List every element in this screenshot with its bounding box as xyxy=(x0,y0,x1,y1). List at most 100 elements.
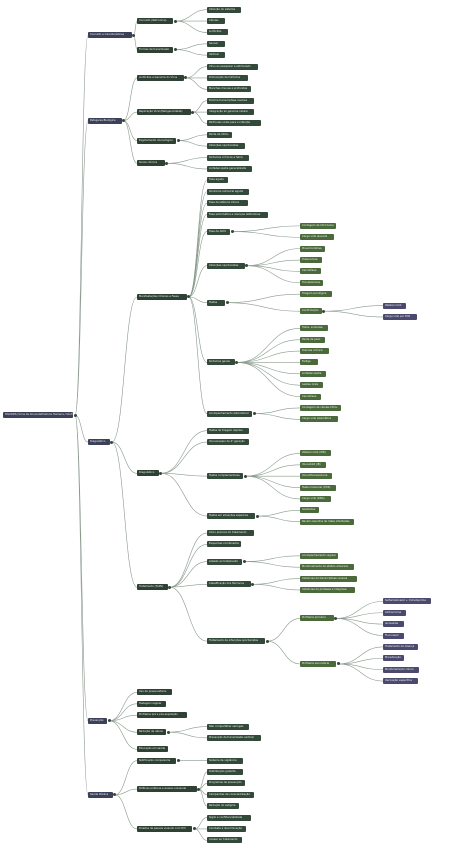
collapse-toggle-icon[interactable] xyxy=(113,793,117,797)
node-sistema-de-vigilancia[interactable]: Sistema de vigilância xyxy=(207,757,244,764)
node-testes-complementares[interactable]: Testes complementares xyxy=(207,473,244,480)
collapse-toggle-icon[interactable] xyxy=(255,514,259,518)
node-fase-sintomatica-e-doencas-definidoras[interactable]: Fase sintomática e doenças definidoras xyxy=(207,211,269,218)
node-profilaxia-pre-e-pos-exposicao[interactable]: Profilaxia pré e pós-exposição xyxy=(137,712,187,719)
collapse-toggle-icon[interactable] xyxy=(265,639,269,643)
node-contagem-de-cd4-baixa[interactable]: Contagem de CD4 baixa xyxy=(300,222,337,229)
node-testes-de-triagem-rapidos[interactable]: Testes de triagem rápidos xyxy=(207,427,250,434)
node-recem-nascidos-de-maes-infectadas[interactable]: Recém-nascidos de mães infectadas xyxy=(300,518,354,525)
collapse-toggle-icon[interactable] xyxy=(334,616,338,620)
node-inicio-precoce-do-tratamento[interactable]: Início precoce do tratamento xyxy=(207,530,254,537)
node-distribuicao-gratuita[interactable]: Distribuição gratuita xyxy=(207,769,244,776)
collapse-toggle-icon[interactable] xyxy=(132,33,136,37)
node-sindrome-retroviral-aguda[interactable]: Síndrome retroviral aguda xyxy=(207,188,250,195)
collapse-toggle-icon[interactable] xyxy=(73,413,77,417)
node-integracao-ao-genoma-celular[interactable]: Integração ao genoma celular xyxy=(207,109,254,116)
node-notificacao-compulsoria[interactable]: Notificação compulsória xyxy=(137,757,177,764)
node-carga-viral-plasmatica[interactable]: Carga viral plasmática xyxy=(300,416,338,423)
node-acesso-ao-tratamento[interactable]: Acesso ao tratamento xyxy=(207,837,242,844)
node-candidiase[interactable]: Candidíase xyxy=(300,268,321,275)
node-patogenia-biologica[interactable]: Patogenia Biológica xyxy=(88,117,122,124)
node-western-blot-wb[interactable]: Western blot (WB) xyxy=(300,450,331,457)
node-vacinacao-especifica[interactable]: Vacinação específica xyxy=(383,678,418,684)
node-conceito-e-caracteristicas[interactable]: Conceito e Características xyxy=(88,32,132,39)
node-acompanhamento-laboratorial[interactable]: Acompanhamento laboratorial xyxy=(207,410,253,417)
node-manutencao[interactable]: Manutenção xyxy=(383,655,404,662)
node-sexual[interactable]: Sexual xyxy=(207,40,225,47)
node-profilaxia-primaria[interactable]: Profilaxia primária xyxy=(300,615,334,622)
node-virus-ao-pesquisar-e-estimulado[interactable]: Vírus ao pesquisar e estimulado xyxy=(207,63,258,70)
node-infeccoes-oportunistas[interactable]: Infecções oportunistas xyxy=(207,262,245,269)
node-replicacao-viral-patogenicidade[interactable]: Replicação Viral (Patogenicidade) xyxy=(137,109,191,116)
node-fluconazol[interactable]: Fluconazol xyxy=(383,632,404,639)
collapse-toggle-icon[interactable] xyxy=(187,295,190,299)
node-reducao-de-danos[interactable]: Redução de danos xyxy=(137,729,167,736)
node-manifestacoes-clinicas-e-fases[interactable]: Manifestações Clínicas e Fases xyxy=(137,293,187,300)
node-fadiga[interactable]: Fadiga xyxy=(300,359,318,366)
node-carga-viral-rna[interactable]: Carga viral (RNA) xyxy=(300,495,331,502)
node-combate-a-discriminacao[interactable]: Combate à discriminação xyxy=(207,825,247,832)
node-imunofluorescencia[interactable]: Imunofluorescência xyxy=(300,473,333,480)
node-profilaxia-secundaria[interactable]: Profilaxia secundária xyxy=(300,660,337,667)
collapse-toggle-icon[interactable] xyxy=(166,730,170,734)
node-saude-publica[interactable]: Saúde Pública xyxy=(88,791,113,798)
collapse-toggle-icon[interactable] xyxy=(173,48,177,51)
node-confirmacao[interactable]: Confirmação xyxy=(300,308,322,315)
node-gestantes[interactable]: Gestantes xyxy=(300,507,320,514)
node-carga-viral-elevada[interactable]: Carga viral elevada xyxy=(300,234,334,241)
node-prevencao[interactable]: Prevenção xyxy=(88,717,108,724)
node-western-blot[interactable]: Western blot xyxy=(383,302,407,309)
collapse-toggle-icon[interactable] xyxy=(176,139,180,143)
node-testes-em-situacoes-especiais[interactable]: Testes em situações especiais xyxy=(207,513,256,520)
collapse-toggle-icon[interactable] xyxy=(107,719,111,723)
node-diminuicao-de-linfocitos[interactable]: Diminuição de linfócitos xyxy=(207,74,248,81)
node-linfadenopatia-generalizada[interactable]: Linfadenopatia generalizada xyxy=(207,165,253,172)
node-infeccoes-oportunistas[interactable]: Infecções oportunistas xyxy=(207,143,245,150)
collapse-toggle-icon[interactable] xyxy=(192,827,196,831)
node-esgotamento-imunologico[interactable]: Esgotamento imunológico xyxy=(137,137,177,144)
node-esquemas-combinados[interactable]: Esquemas combinados xyxy=(207,541,241,548)
node-inibidores-da-protease-e-integrase[interactable]: Inibidores da protease e integrase xyxy=(300,586,356,593)
node-candidiase[interactable]: Candidíase xyxy=(300,393,321,400)
collapse-toggle-icon[interactable] xyxy=(176,759,180,763)
node-infeccao-do-sistema[interactable]: Infecção do sistema xyxy=(207,6,241,13)
node-isoniazida[interactable]: Isoniazida xyxy=(383,621,404,628)
collapse-toggle-icon[interactable] xyxy=(122,119,126,123)
node-lesoes-orais[interactable]: Lesões orais xyxy=(300,382,324,389)
node-inibidores-da-transcriptase-reversa[interactable]: Inibidores da transcriptase reversa xyxy=(300,575,357,582)
node-linfocitos-e-genoma-do-virus[interactable]: Linfócitos e Genoma do Vírus xyxy=(137,74,184,81)
collapse-toggle-icon[interactable] xyxy=(191,110,195,114)
node-imunoblot-ib[interactable]: Imunoblot (IB) xyxy=(300,461,327,468)
node-campanhas-de-conscientizacao[interactable]: Campanhas de conscientização xyxy=(207,791,254,798)
node-tratamento-de-infeccoes-oportunistas[interactable]: Tratamento de infecções oportunistas xyxy=(207,638,266,645)
node-carga-viral-por-pcr[interactable]: Carga viral por PCR xyxy=(383,313,417,320)
node-politicas-publicas-e-acesso-universal[interactable]: Políticas públicas e acesso universal xyxy=(137,786,197,793)
collapse-toggle-icon[interactable] xyxy=(165,161,169,165)
collapse-toggle-icon[interactable] xyxy=(235,360,239,364)
node-tratamento-tarv[interactable]: Tratamento (TARV) xyxy=(137,584,168,591)
node-direitos-da-pessoa-vivendo-com-hiv[interactable]: Direitos da pessoa vivendo com HIV xyxy=(137,825,193,832)
collapse-toggle-icon[interactable] xyxy=(184,76,188,80)
node-manchas-imunes-e-profundas[interactable]: Manchas imunes e profundas xyxy=(207,86,251,93)
node-tratamento-da-doenca[interactable]: Tratamento da doença xyxy=(383,643,418,650)
node-adesao-ao-tratamento[interactable]: Adesão ao tratamento xyxy=(207,558,242,565)
collapse-toggle-icon[interactable] xyxy=(242,560,246,564)
node-tuberculose[interactable]: Tuberculose xyxy=(300,257,322,263)
node-particulas-virais-para-a-infeccao[interactable]: Partículas virais para a infecção xyxy=(207,120,261,127)
node-formas-de-transmissao[interactable]: Formas de transmissão xyxy=(137,46,174,53)
node-diarreia-cronica[interactable]: Diarreia crônica xyxy=(300,348,330,355)
node-linfadenopatia[interactable]: Linfadenopatia xyxy=(300,370,327,377)
node-febre-sudorese[interactable]: Febre, sudorese xyxy=(300,325,328,332)
node-fase-de-aids[interactable]: Fase de AIDS xyxy=(207,228,231,235)
node-vertical[interactable]: Vertical xyxy=(207,52,225,59)
node-imunoensaio-de-4-geracao[interactable]: Imunoensaio de 4ª geração xyxy=(207,439,250,446)
node-diagnostico[interactable]: Diagnóstico xyxy=(137,470,159,477)
node-linfocitos[interactable]: Linfócitos xyxy=(207,29,228,36)
collapse-toggle-icon[interactable] xyxy=(197,787,201,791)
node-educacao-em-saude[interactable]: Educação em saúde xyxy=(137,746,168,753)
node-classificacao-dos-farmacos[interactable]: Classificação dos fármacos xyxy=(207,581,251,588)
node-enzima-transcriptase-reversa[interactable]: Enzima transcriptase reversa xyxy=(207,97,254,104)
collapse-toggle-icon[interactable] xyxy=(173,19,177,23)
collapse-toggle-icon[interactable] xyxy=(168,585,172,589)
node-sigilo-e-confidencialidade[interactable]: Sigilo e confidencialidade xyxy=(207,814,251,821)
